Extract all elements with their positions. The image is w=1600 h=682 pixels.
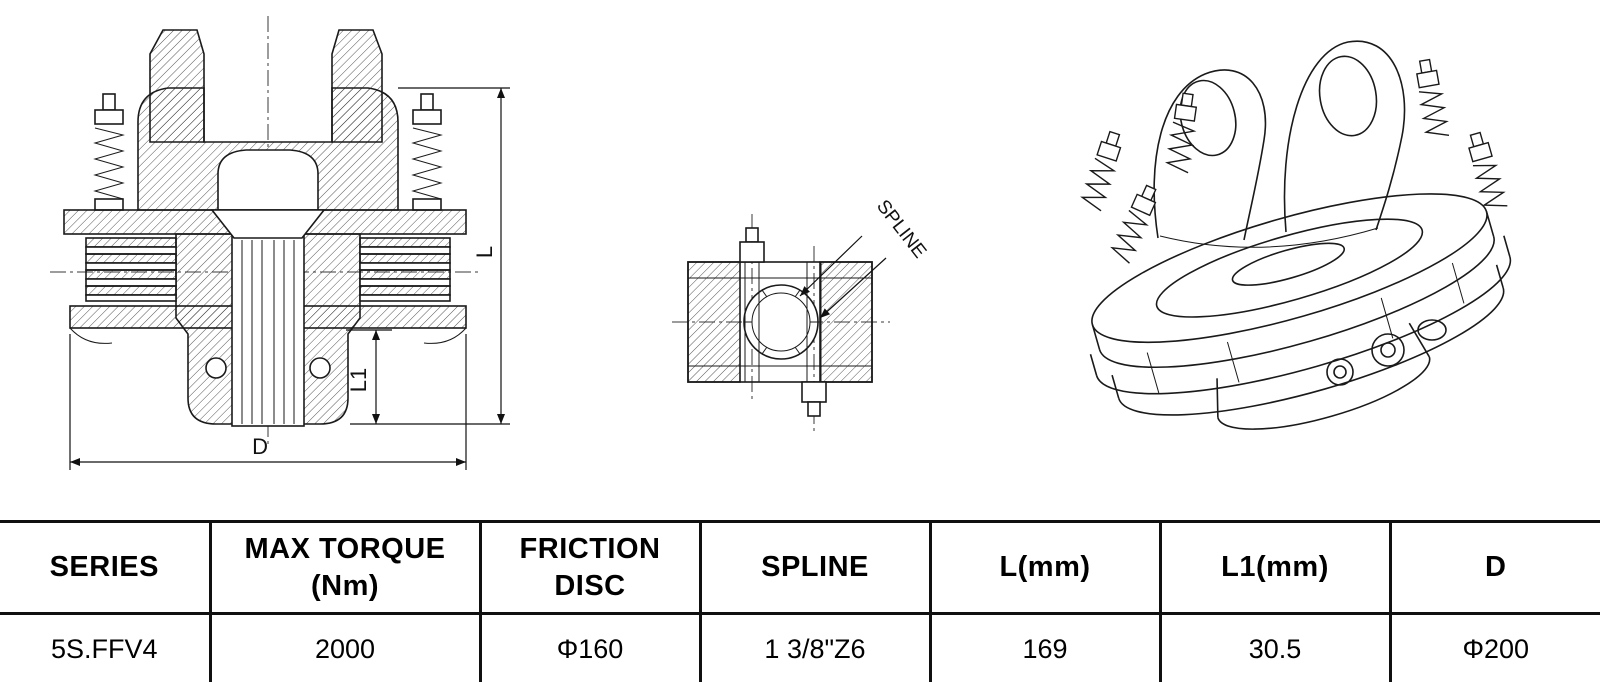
technical-drawing: L L1 D — [50, 16, 1512, 470]
dimension-d: D — [69, 334, 467, 470]
isometric-view — [1079, 40, 1512, 430]
cell-spline: 1 3/8"Z6 — [698, 613, 930, 682]
spline-section-view: SPLINE — [672, 196, 930, 432]
col-header-spline: SPLINE — [698, 521, 930, 615]
col-header-l1: L1(mm) — [1158, 521, 1390, 615]
col-header-l: L(mm) — [928, 521, 1160, 615]
spring-bolt-left — [93, 93, 125, 211]
clamp-bolt-top — [739, 227, 765, 382]
cell-max-torque: 2000 — [208, 613, 480, 682]
yoke-ear-left — [149, 29, 205, 143]
spring-bolt-right — [411, 93, 443, 211]
spec-table-row: 5S.FFV4 2000 Φ160 1 3/8"Z6 169 30.5 Φ200 — [0, 613, 1600, 682]
yoke-iso — [1153, 40, 1406, 248]
pin-hole-left — [205, 357, 227, 379]
cell-d: Φ200 — [1388, 613, 1600, 682]
cell-friction-disc: Φ160 — [478, 613, 700, 682]
clamp-bolt-bottom — [801, 262, 827, 417]
dimension-label-l1: L1 — [346, 368, 371, 392]
dimension-label-l: L — [472, 246, 497, 258]
col-header-d: D — [1388, 521, 1600, 615]
dimension-l1: L1 — [346, 329, 392, 424]
pin-hole-right — [309, 357, 331, 379]
col-header-max-torque: MAX TORQUE(Nm) — [208, 521, 480, 615]
dimension-label-d: D — [252, 434, 268, 459]
dimension-l: L — [350, 87, 510, 425]
front-section-view: L L1 D — [50, 16, 510, 470]
cell-l: 169 — [928, 613, 1160, 682]
cell-l1: 30.5 — [1158, 613, 1390, 682]
spline-bore — [231, 235, 305, 427]
yoke-ear-right — [331, 29, 383, 143]
cell-series: 5S.FFV4 — [50, 634, 158, 664]
col-header-series: SERIES — [0, 521, 210, 615]
spline-label: SPLINE — [872, 196, 930, 262]
